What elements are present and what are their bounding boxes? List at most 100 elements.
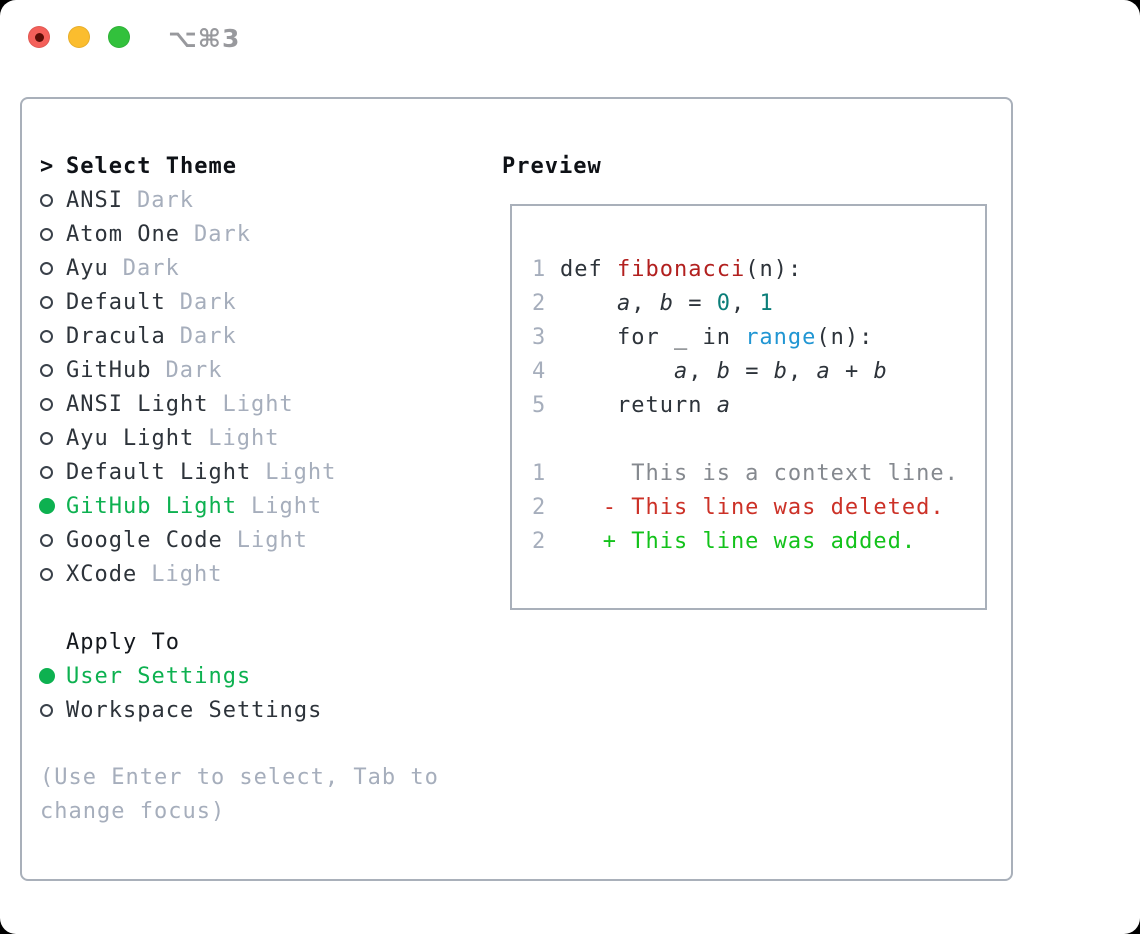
theme-name-label: Dracula	[66, 323, 166, 349]
apply-option-user-settings[interactable]: User Settings	[39, 659, 495, 693]
theme-name-label: GitHub Light	[66, 493, 237, 519]
theme-variant-label: Light	[222, 391, 294, 417]
code-segment-plain: return	[560, 392, 717, 418]
code-line: 5 return a	[532, 388, 985, 422]
radio-icon	[40, 397, 66, 411]
radio-unselected-icon	[40, 465, 53, 479]
theme-variant-label: Dark	[122, 255, 180, 281]
theme-variant-label: Light	[236, 527, 308, 553]
theme-option-github-light-light[interactable]: GitHub Light Light	[39, 489, 495, 523]
diff-block: 1 This is a context line. 2 - This line w…	[532, 456, 985, 558]
radio-unselected-icon	[40, 193, 53, 207]
theme-variant-label: Light	[250, 493, 323, 519]
apply-to-header: Apply To	[40, 625, 495, 659]
code-segment-plain: +	[830, 358, 874, 384]
line-number: 2	[532, 494, 547, 520]
radio-unselected-icon	[40, 533, 53, 547]
radio-icon	[40, 261, 66, 275]
radio-unselected-icon	[40, 431, 53, 445]
theme-variant-label: Dark	[193, 221, 251, 247]
theme-name-label: Google Code	[66, 527, 223, 553]
apply-option-label: Workspace Settings	[66, 697, 323, 723]
window-title: ⌥⌘3	[168, 24, 241, 53]
line-number: 2	[532, 290, 547, 316]
line-number: 3	[532, 324, 547, 350]
code-segment-var: a	[616, 290, 632, 316]
code-line: 3 for _ in range(n):	[532, 320, 985, 354]
theme-option-xcode-light[interactable]: XCode Light	[40, 557, 495, 591]
radio-unselected-icon	[40, 295, 53, 309]
theme-name-label: XCode	[66, 561, 138, 587]
radio-icon	[40, 295, 66, 309]
titlebar: ⌥⌘3	[28, 24, 239, 53]
radio-icon	[40, 533, 66, 547]
diff-text: + This line was added.	[560, 528, 917, 554]
diff-text: - This line was deleted.	[560, 494, 945, 520]
code-segment-plain: =	[673, 290, 717, 316]
apply-option-workspace-settings[interactable]: Workspace Settings	[40, 693, 495, 727]
theme-name-label: Default	[66, 289, 166, 315]
code-segment-plain: ,	[730, 290, 760, 316]
theme-variant-label: Light	[208, 425, 280, 451]
code-segment-plain: ,	[631, 290, 660, 316]
radio-icon	[40, 193, 66, 207]
theme-name-label: Default Light	[66, 459, 252, 485]
theme-variant-label: Light	[151, 561, 223, 587]
radio-unselected-icon	[40, 261, 53, 275]
code-segment-func-call: range	[745, 324, 817, 350]
theme-option-atom-one-dark[interactable]: Atom One Dark	[40, 217, 495, 251]
code-segment-plain: def	[560, 256, 617, 282]
line-number: 5	[532, 392, 547, 418]
diff-line-added: 2 + This line was added.	[532, 524, 985, 558]
theme-option-google-code-light[interactable]: Google Code Light	[40, 523, 495, 557]
code-segment-plain: (n):	[745, 256, 803, 282]
theme-option-ayu-light-light[interactable]: Ayu Light Light	[40, 421, 495, 455]
theme-name-label: ANSI Light	[66, 391, 209, 417]
code-segment-var: b	[873, 358, 888, 384]
code-segment-number: 0	[716, 290, 731, 316]
code-segment-func-def: fibonacci	[616, 256, 746, 282]
prompt-icon: >	[40, 153, 55, 179]
code-segment-number: 1	[759, 290, 774, 316]
code-segment-var: b	[716, 358, 731, 384]
radio-unselected-icon	[40, 397, 53, 411]
line-number: 1	[532, 460, 547, 486]
radio-unselected-icon	[40, 227, 53, 241]
code-segment-var: b	[659, 290, 674, 316]
radio-selected-icon	[39, 668, 55, 684]
code-segment-plain	[560, 359, 674, 384]
radio-unselected-icon	[40, 703, 53, 717]
code-segment-plain: =	[730, 358, 774, 384]
line-number: 1	[532, 256, 547, 282]
theme-name-label: Ayu Light	[66, 425, 195, 451]
minimize-button[interactable]	[68, 26, 90, 48]
code-segment-var: a	[673, 358, 689, 384]
theme-name-label: GitHub	[66, 357, 152, 383]
radio-unselected-icon	[40, 567, 53, 581]
code-line: 1 def fibonacci(n):	[532, 252, 985, 286]
radio-icon	[40, 567, 66, 581]
theme-option-ayu-dark[interactable]: Ayu Dark	[40, 251, 495, 285]
code-segment-plain: (n):	[816, 324, 874, 350]
apply-to-header-label: Apply To	[66, 629, 180, 655]
theme-option-ansi-light-light[interactable]: ANSI Light Light	[40, 387, 495, 421]
radio-icon	[40, 465, 66, 479]
spacer	[40, 591, 495, 625]
theme-name-label: Atom One	[66, 221, 180, 247]
code-segment-var: a	[816, 358, 831, 384]
line-number: 2	[532, 528, 547, 554]
select-theme-header: > Select Theme	[40, 149, 495, 183]
close-button[interactable]	[28, 26, 50, 48]
zoom-button[interactable]	[108, 26, 130, 48]
theme-name-label: Ayu	[66, 255, 109, 281]
code-line: 4 a, b = b, a + b	[532, 354, 985, 388]
diff-line-context: 1 This is a context line.	[532, 456, 985, 490]
